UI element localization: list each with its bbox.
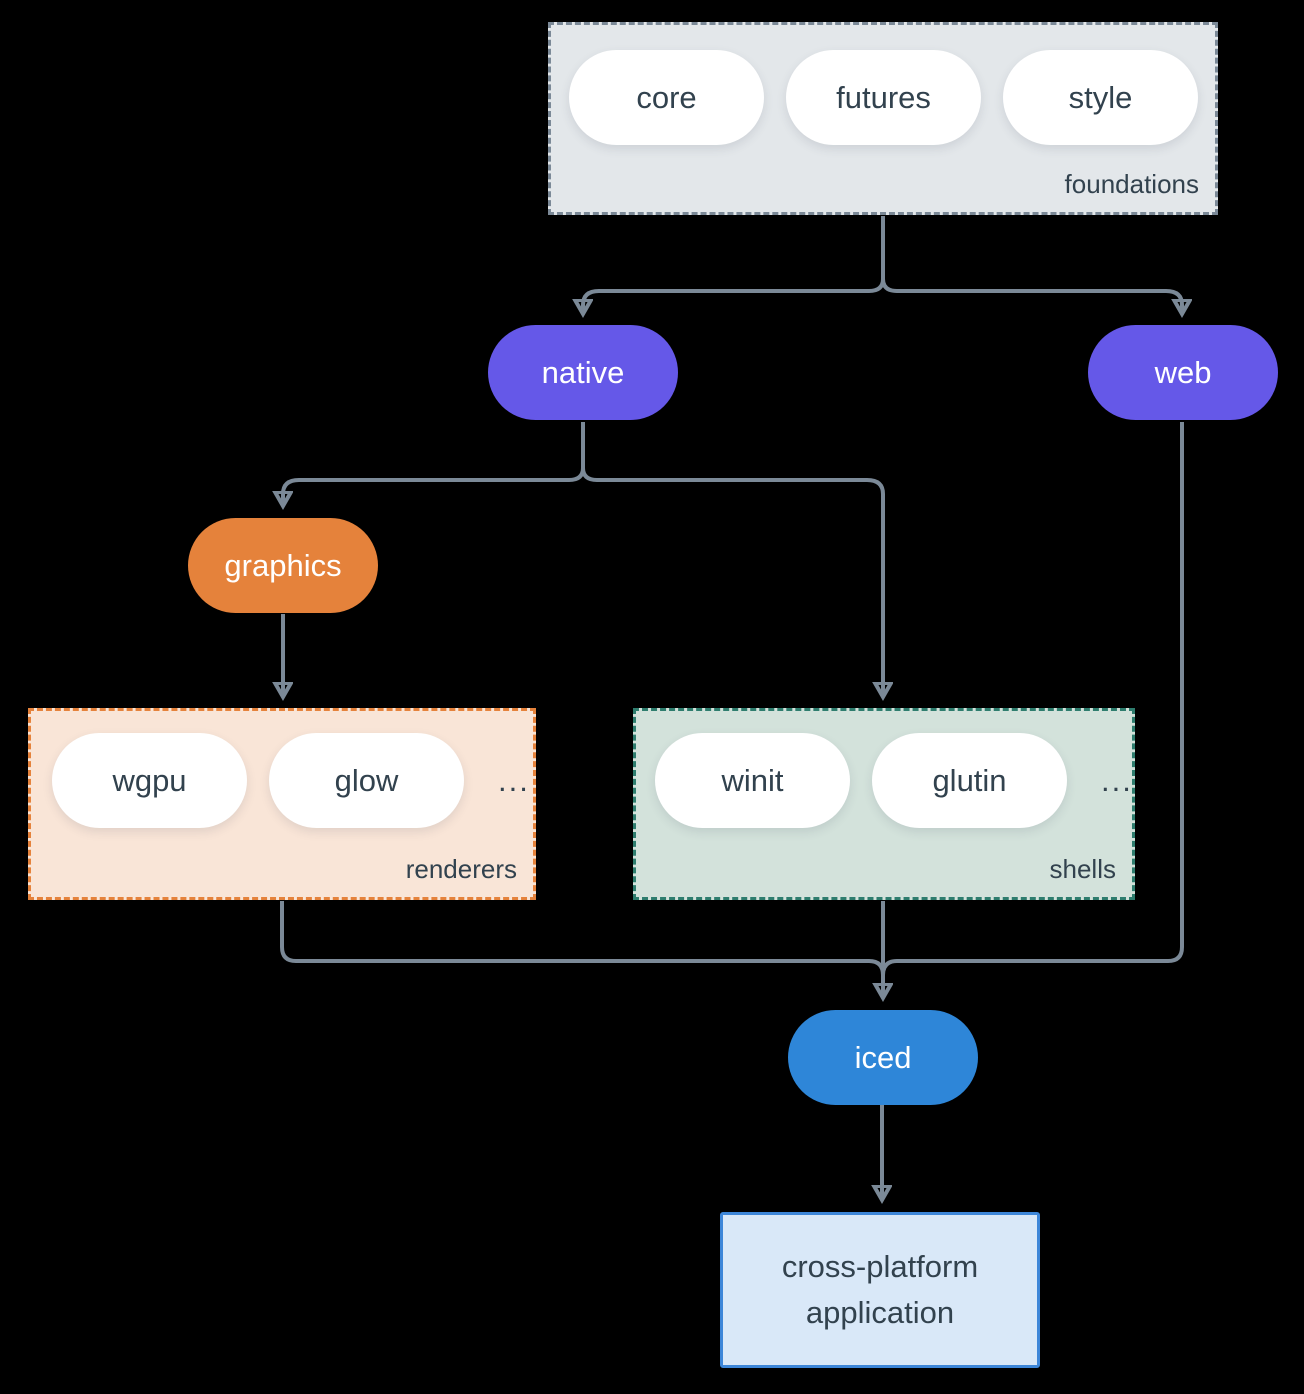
node-glutin: glutin — [872, 733, 1067, 828]
renderers-ellipsis: ... — [498, 762, 530, 798]
foundations-pill-row: core futures style — [569, 50, 1215, 145]
node-futures: futures — [786, 50, 981, 145]
edge-native-graphics — [283, 467, 585, 504]
shells-pill-row: winit glutin ... — [655, 733, 1132, 828]
edge-foundations-web — [881, 278, 1182, 312]
edge-web-merge — [881, 422, 1184, 976]
group-shells: winit glutin ... shells — [633, 708, 1135, 900]
edge-foundations-native — [583, 278, 885, 312]
renderers-pill-row: wgpu glow ... — [52, 733, 533, 828]
shells-label: shells — [1049, 854, 1116, 884]
edge-native-shells — [581, 467, 883, 695]
shells-ellipsis: ... — [1101, 762, 1133, 798]
node-native: native — [488, 325, 678, 420]
group-renderers: wgpu glow ... renderers — [28, 708, 536, 900]
node-web: web — [1088, 325, 1278, 420]
edge-renderers-merge — [280, 901, 885, 976]
renderers-label: renderers — [405, 854, 517, 884]
node-glow: glow — [269, 733, 464, 828]
foundations-label: foundations — [1064, 169, 1199, 199]
node-graphics: graphics — [188, 518, 378, 613]
node-wgpu: wgpu — [52, 733, 247, 828]
node-style: style — [1003, 50, 1198, 145]
node-winit: winit — [655, 733, 850, 828]
node-core: core — [569, 50, 764, 145]
node-cross-platform-application: cross-platform application — [720, 1212, 1040, 1368]
group-foundations: core futures style foundations — [548, 22, 1218, 215]
node-iced: iced — [788, 1010, 978, 1105]
